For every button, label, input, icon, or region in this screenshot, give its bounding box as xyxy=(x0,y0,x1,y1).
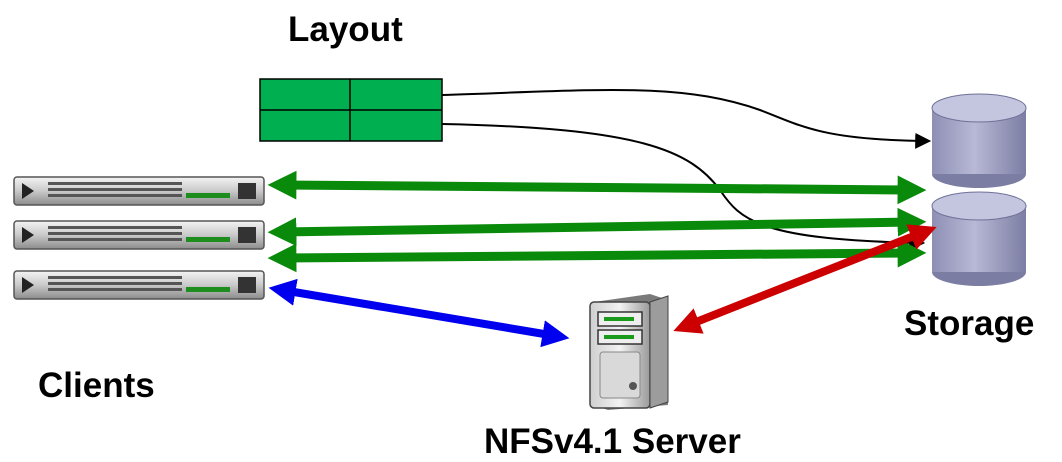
data-path-arrow xyxy=(267,207,927,247)
disk-cylinder-icon xyxy=(931,191,1027,286)
client-server-arrow xyxy=(268,278,570,348)
rack-server-icon xyxy=(13,220,265,250)
clients-label: Clients xyxy=(38,366,155,405)
layout-label: Layout xyxy=(288,10,403,49)
rack-server-icon xyxy=(13,176,265,206)
layout-grid-icon xyxy=(259,78,443,142)
disk-cylinder-icon xyxy=(931,93,1027,188)
tower-server-icon xyxy=(589,294,669,410)
storage-label: Storage xyxy=(904,304,1035,343)
layout-pointer-line xyxy=(441,88,932,149)
data-path-arrow xyxy=(267,170,927,205)
rack-server-icon xyxy=(13,270,265,300)
server-label: NFSv4.1 Server xyxy=(484,422,741,461)
server-storage-arrow xyxy=(673,224,937,334)
data-path-arrow xyxy=(267,238,927,273)
